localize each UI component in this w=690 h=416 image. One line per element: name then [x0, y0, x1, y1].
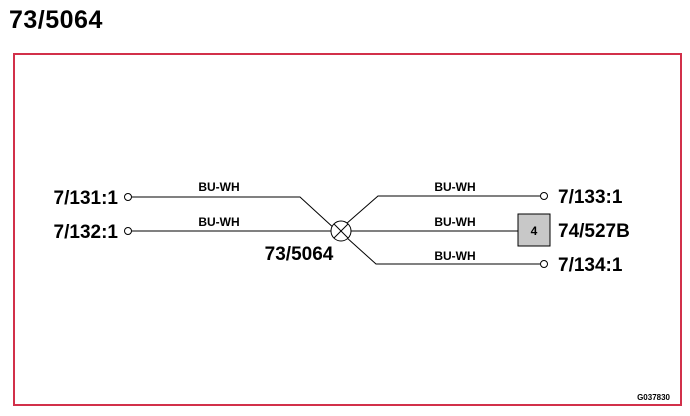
- wire-label-right-2: BU-WH: [434, 215, 475, 229]
- diagram-frame: [13, 53, 682, 406]
- wire-label-right-3: BU-WH: [434, 249, 475, 263]
- connector-pin-number: 4: [531, 224, 538, 238]
- drawing-code: G037830: [637, 393, 670, 402]
- wire-label-right-1: BU-WH: [434, 180, 475, 194]
- splice-x-circle-icon: [330, 220, 352, 242]
- terminal-left-1-icon: [124, 193, 132, 201]
- terminal-label-left-2: 7/132:1: [54, 222, 119, 243]
- wire-label-left-2: BU-WH: [198, 215, 239, 229]
- wire-right-3: [345, 236, 540, 265]
- wire-right-1: [345, 195, 540, 225]
- terminal-label-right-1: 7/133:1: [558, 187, 623, 208]
- terminal-label-right-2: 74/527B: [558, 221, 630, 242]
- wire-left-1: [132, 196, 337, 231]
- terminal-label-left-1: 7/131:1: [54, 188, 119, 209]
- wire-label-left-1: BU-WH: [198, 180, 239, 194]
- terminal-label-right-3: 7/134:1: [558, 255, 623, 276]
- terminal-right-3-icon: [540, 260, 548, 268]
- terminal-right-1-icon: [540, 192, 548, 200]
- terminal-left-2-icon: [124, 227, 132, 235]
- page-title: 73/5064: [9, 6, 103, 34]
- splice-label: 73/5064: [265, 244, 334, 265]
- connector-box: [517, 213, 551, 247]
